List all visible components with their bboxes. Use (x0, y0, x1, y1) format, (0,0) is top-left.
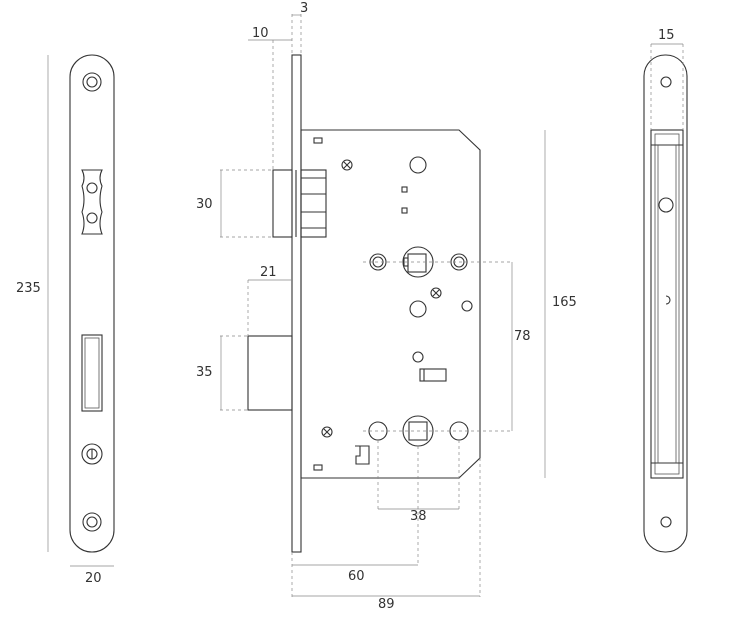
faceplate-front-view (47, 54, 115, 567)
latch-bolt (272, 169, 293, 238)
faceplate-side-view (643, 43, 688, 553)
top-screw-hole (82, 72, 102, 92)
dim-deadbolt-projection: 21 (260, 265, 277, 280)
lock-body-side-view (220, 14, 546, 597)
dim-body-depth: 89 (378, 597, 395, 612)
dim-latch-projection: 10 (252, 26, 269, 41)
case-screw-middle (430, 287, 442, 299)
bottom-screw-hole (82, 512, 102, 532)
dim-lower-spacing: 38 (410, 509, 427, 524)
dim-face-thickness: 3 (300, 1, 308, 16)
dim-centre-distance: 78 (514, 329, 531, 344)
cylinder-screw (81, 443, 103, 465)
faceplate-outline (69, 54, 115, 553)
deadbolt (247, 335, 293, 411)
dim-deadbolt-height: 35 (196, 365, 213, 380)
dim-backset: 60 (348, 569, 365, 584)
dim-side-width: 15 (658, 28, 675, 43)
faceplate-strip (291, 54, 302, 553)
latch-opening (81, 169, 103, 235)
side-faceplate-outline (643, 54, 688, 553)
case-screw-bottom (321, 426, 333, 438)
case-body (300, 129, 481, 479)
dim-front-height: 235 (16, 281, 41, 296)
side-body (650, 129, 684, 479)
deadbolt-opening (81, 334, 103, 412)
dim-body-height: 165 (552, 295, 577, 310)
follower-hub (402, 246, 434, 278)
cylinder-square (408, 421, 428, 441)
dim-latch-height: 30 (196, 197, 213, 212)
follower-square (407, 253, 427, 273)
case-screw-top (341, 159, 353, 171)
dim-front-width: 20 (85, 571, 102, 586)
